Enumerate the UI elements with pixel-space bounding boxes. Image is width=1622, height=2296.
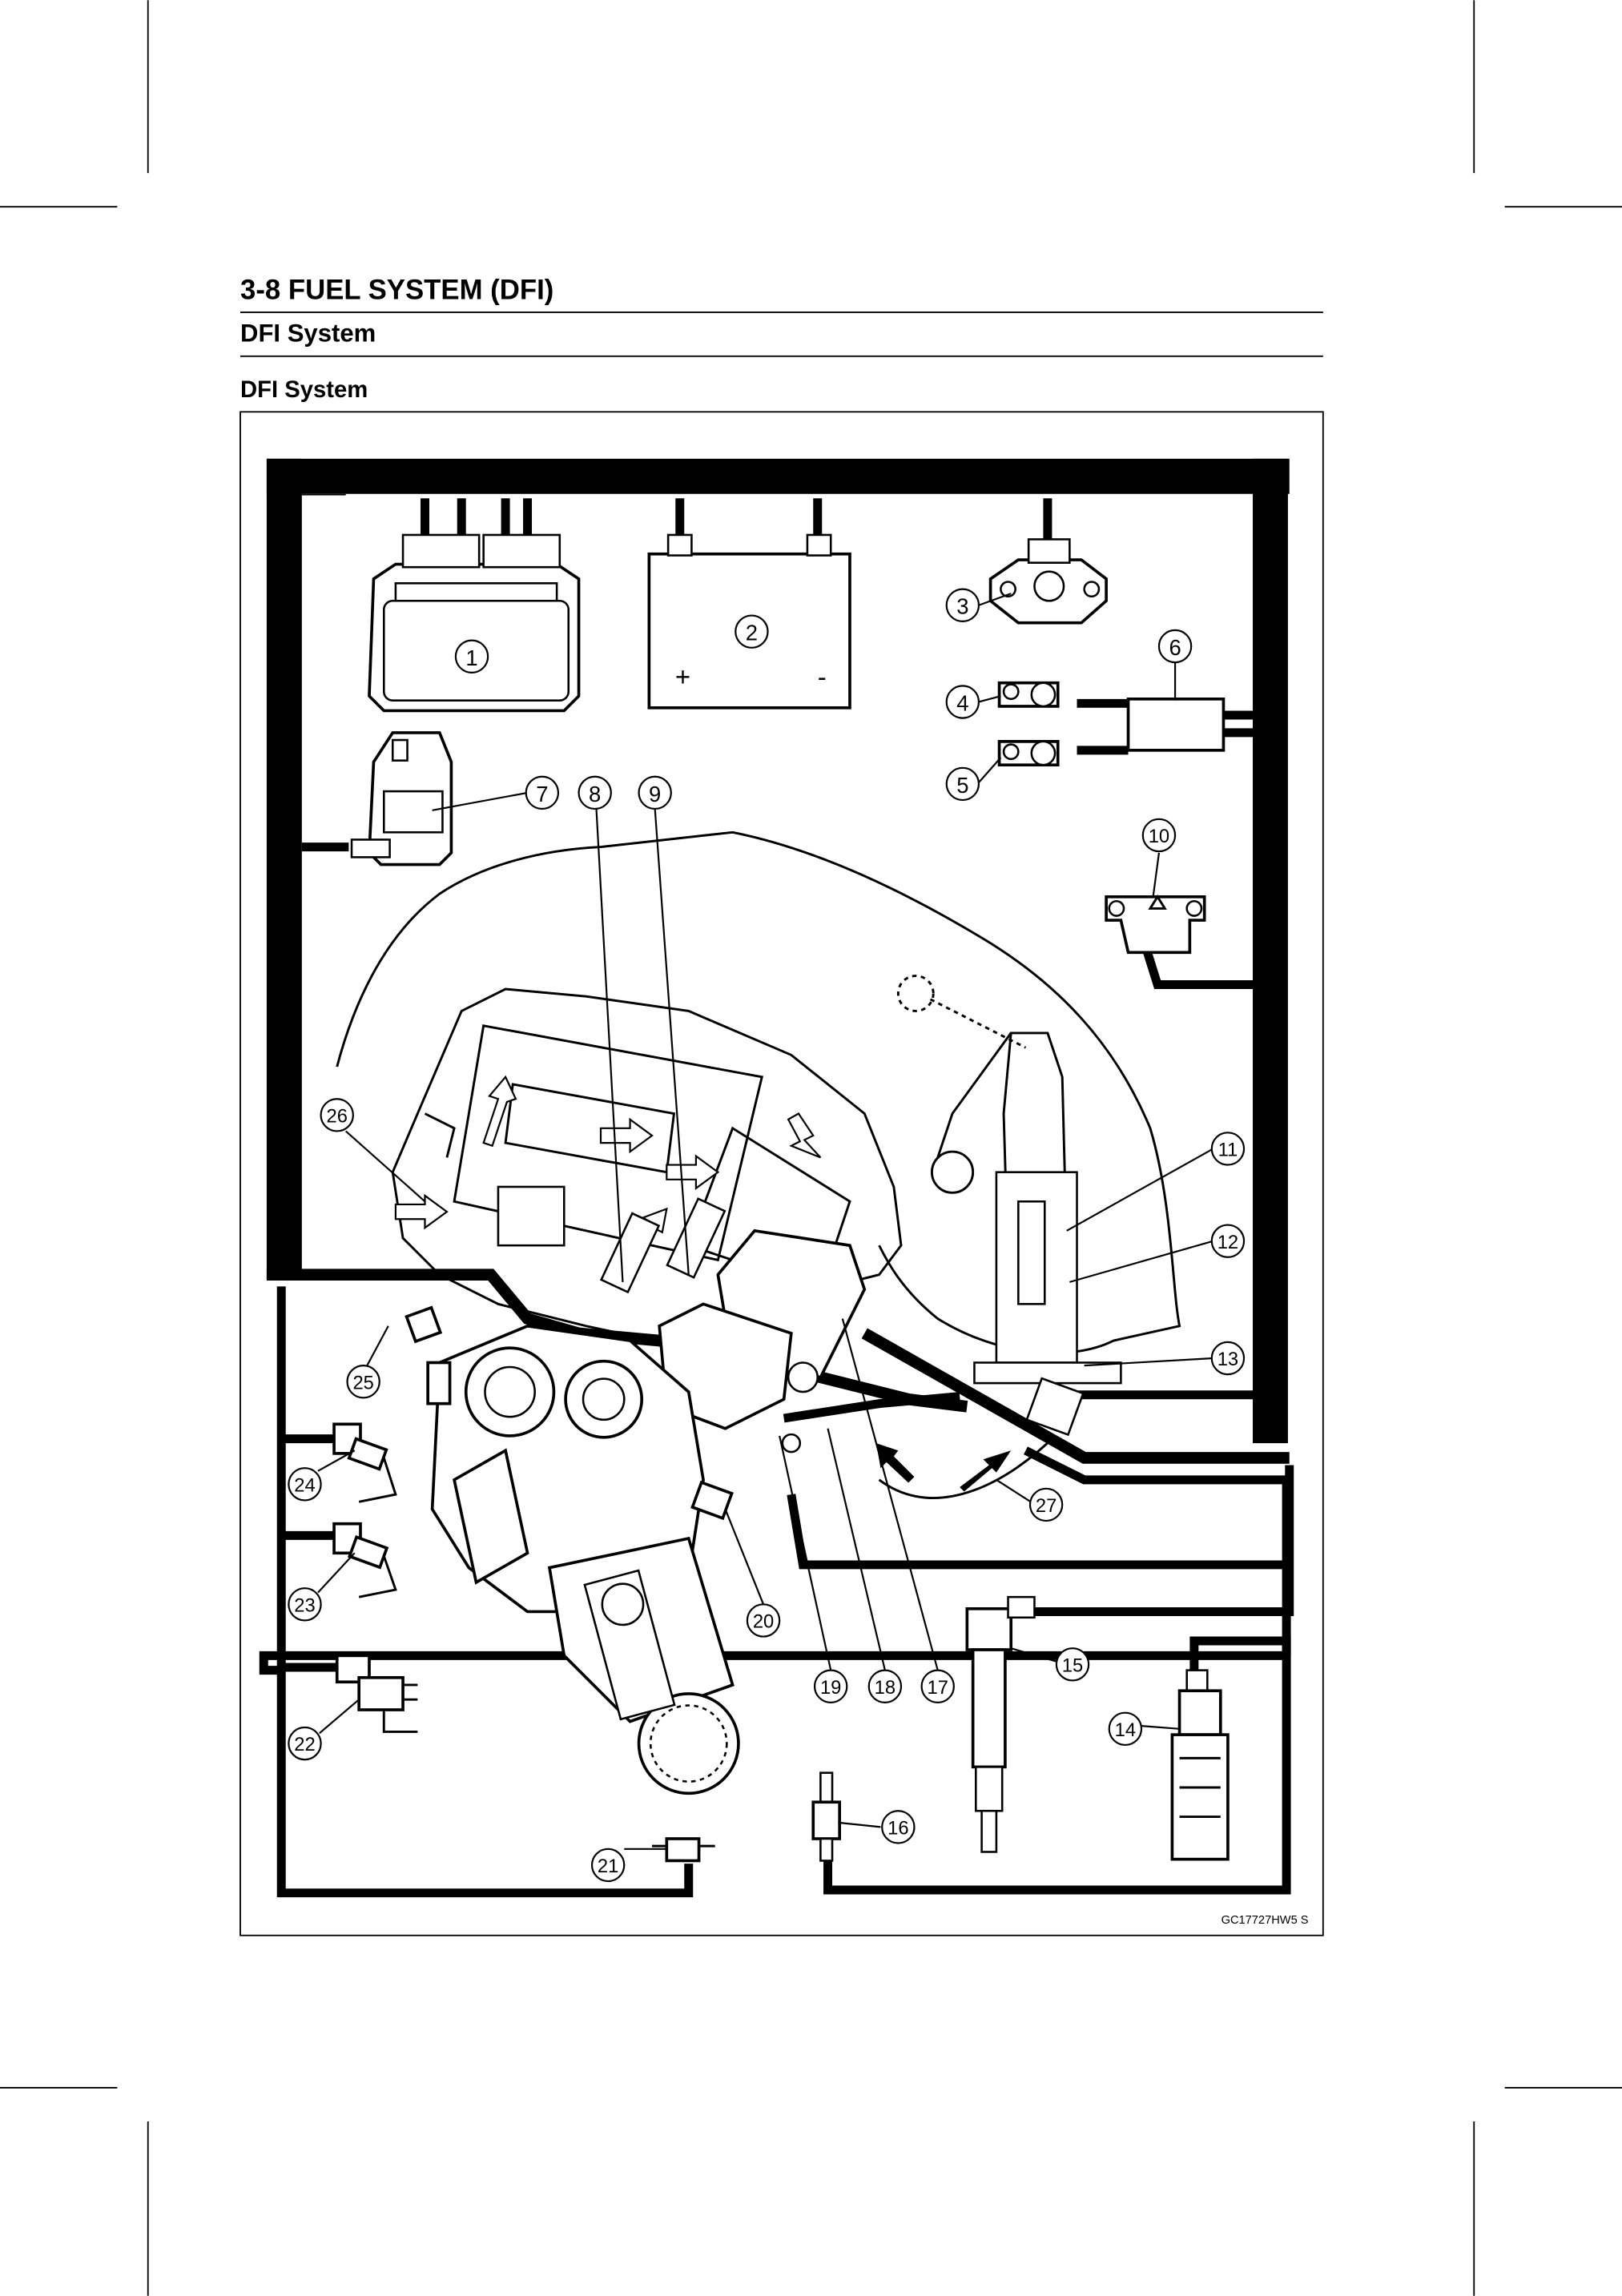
sensor-23: [332, 1522, 397, 1598]
callout-label-10: 10: [1149, 826, 1169, 847]
sensor-3: [988, 538, 1108, 625]
ignition-coil-14: [1170, 1669, 1230, 1861]
callout-label-24: 24: [294, 1474, 315, 1496]
callout-6: 6: [1157, 629, 1193, 664]
callout-23: 23: [288, 1587, 322, 1622]
figure-caption: DFI System: [240, 377, 368, 403]
callouts: 1 2 3 4 5 6 7 8: [288, 588, 1246, 1883]
relay-box-6: [1126, 698, 1226, 752]
callout-3: 3: [945, 588, 980, 622]
callout-21: 21: [590, 1848, 626, 1883]
callout-14: 14: [1108, 1711, 1143, 1747]
callout-label-5: 5: [956, 773, 968, 798]
callout-leaders: [317, 593, 1214, 1850]
sensor-4: [997, 681, 1060, 708]
callout-label-16: 16: [887, 1818, 908, 1840]
callout-label-12: 12: [1218, 1232, 1238, 1253]
sensor-22: [335, 1654, 418, 1733]
callout-label-2: 2: [746, 621, 758, 645]
callout-label-11: 11: [1218, 1140, 1238, 1161]
callout-label-25: 25: [352, 1372, 373, 1393]
callout-17: 17: [920, 1669, 955, 1703]
callout-20: 20: [746, 1603, 781, 1638]
callout-label-20: 20: [753, 1611, 774, 1633]
callout-label-1: 1: [465, 645, 477, 670]
module-7: [350, 731, 453, 867]
callout-22: 22: [288, 1726, 322, 1761]
callout-label-6: 6: [1169, 635, 1181, 660]
battery-plus-sign: +: [675, 661, 690, 691]
callout-27: 27: [1028, 1487, 1064, 1522]
callout-26: 26: [320, 1098, 354, 1132]
callout-label-8: 8: [589, 782, 601, 806]
sensor-20: [690, 1480, 734, 1521]
ecu: [368, 533, 581, 713]
callout-7: 7: [525, 775, 560, 810]
callout-label-21: 21: [598, 1856, 618, 1877]
callout-9: 9: [638, 775, 672, 810]
sensor-25: [404, 1305, 452, 1405]
callout-label-3: 3: [956, 594, 968, 619]
callout-25: 25: [346, 1365, 380, 1399]
callout-label-14: 14: [1115, 1719, 1136, 1741]
callout-label-22: 22: [294, 1734, 315, 1755]
callout-2: 2: [735, 614, 769, 649]
callout-1: 1: [454, 639, 489, 674]
callout-label-13: 13: [1218, 1349, 1238, 1370]
callout-19: 19: [813, 1669, 848, 1703]
subsection-title: DFI System: [240, 319, 376, 347]
callout-label-23: 23: [294, 1594, 315, 1616]
figure-code: GC17727HW5 S: [1222, 1914, 1309, 1927]
throttle-body: [599, 1197, 867, 1454]
sensor-10: [1105, 895, 1206, 955]
callout-15: 15: [1055, 1647, 1090, 1682]
callout-label-17: 17: [928, 1677, 948, 1699]
callout-10: 10: [1141, 818, 1177, 853]
callout-label-18: 18: [875, 1677, 896, 1699]
callout-label-9: 9: [649, 782, 661, 806]
callout-18: 18: [867, 1669, 903, 1703]
callout-5: 5: [945, 766, 980, 802]
battery-minus-sign: -: [818, 661, 827, 691]
callout-label-4: 4: [956, 690, 968, 715]
engine-block: [430, 1324, 740, 1795]
callout-16: 16: [881, 1810, 916, 1844]
figure-frame: [239, 411, 1324, 1936]
callout-label-27: 27: [1036, 1495, 1057, 1517]
fuel-pump: [896, 975, 1122, 1437]
callout-label-26: 26: [327, 1105, 348, 1127]
fuel-flow-27: [875, 1434, 1057, 1500]
callout-label-19: 19: [820, 1677, 841, 1699]
spark-plug-16: [811, 1771, 841, 1862]
callout-4: 4: [945, 685, 980, 719]
ignition-coil-15: [965, 1595, 1036, 1853]
section-title: 3-8 FUEL SYSTEM (DFI): [240, 275, 553, 305]
callout-24: 24: [288, 1467, 322, 1502]
wiring-harness: [259, 458, 1294, 1898]
callout-11: 11: [1210, 1132, 1246, 1166]
callout-label-7: 7: [536, 782, 548, 806]
sensor-24: [332, 1422, 397, 1503]
callout-12: 12: [1210, 1224, 1246, 1258]
callout-13: 13: [1210, 1341, 1246, 1376]
sensor-5: [997, 740, 1060, 766]
callout-label-15: 15: [1062, 1655, 1083, 1676]
callout-8: 8: [578, 775, 612, 810]
